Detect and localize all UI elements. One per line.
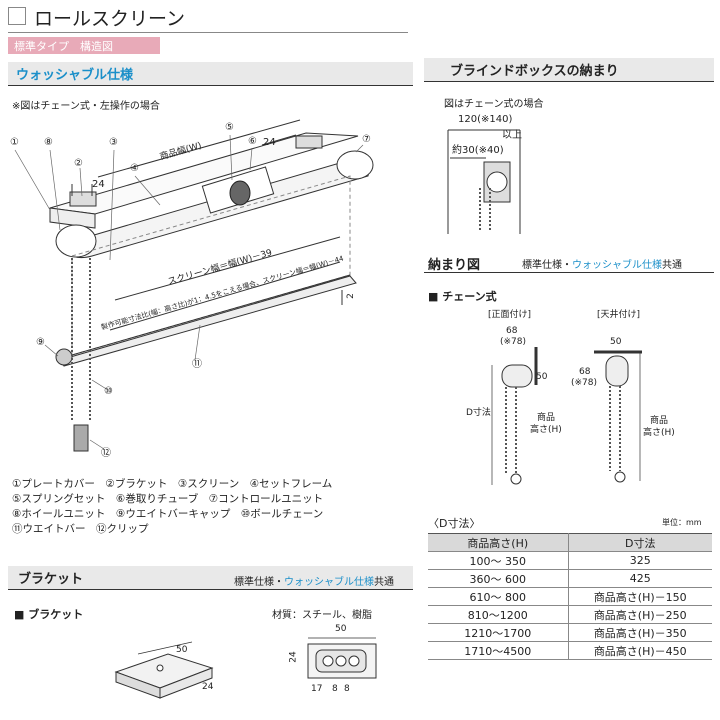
table-cell: 810～1200 [428, 605, 569, 624]
dim-24-left: 24 [92, 179, 105, 190]
bracket-section-std: 標準仕様・ウォッシャブル仕様共通 [234, 573, 394, 588]
iso-dim-50: 50 [176, 645, 188, 655]
bracket-washable-label: ウォッシャブル仕様 [284, 577, 374, 588]
washable-section-title: ウォッシャブル仕様 [16, 68, 134, 83]
table-cell: 325 [568, 551, 712, 570]
bracket-std-label: 標準仕様・ [234, 577, 284, 588]
table-cell: 100～ 350 [428, 551, 569, 570]
bracket-section-title: ブラケット [18, 572, 84, 587]
ceiling-dim-78: (※78) [571, 378, 598, 388]
front-mount-label: [正面付け] [488, 310, 532, 320]
bracket-front-diagram [307, 637, 377, 679]
front-prod-h2: 高さ(H) [530, 425, 562, 435]
subtitle: 標準タイプ 構造図 [14, 40, 113, 53]
fit-std-label: 標準仕様・ [522, 260, 572, 271]
front-dim-d: D寸法 [466, 408, 491, 418]
legend-line-1: ①プレートカバー ②ブラケット ③スクリーン ④セットフレーム [12, 478, 333, 490]
bracket-sub-label: ■ ブラケット [14, 608, 84, 621]
callout-5: ⑤ [225, 122, 234, 133]
ceiling-prod-h1: 商品 [650, 416, 669, 426]
ceiling-mount-label: [天井付け] [597, 310, 641, 320]
chain-label: ■ チェーン式 [428, 290, 497, 303]
iso-dim-24: 24 [202, 682, 214, 692]
page-title: ロールスクリーン [34, 8, 186, 30]
ceiling-dim-68: 68 [579, 367, 591, 377]
table-cell: 360～ 600 [428, 569, 569, 588]
header-checkbox-icon [8, 7, 26, 25]
front-mount-diagram [491, 347, 538, 485]
box-section-title: ブラインドボックスの納まり [450, 64, 619, 79]
table-cell: 425 [568, 569, 712, 588]
callout-7: ⑦ [362, 134, 371, 145]
fit-section-std: 標準仕様・ウォッシャブル仕様共通 [522, 256, 682, 271]
washable-section-bar: ウォッシャブル仕様 [8, 62, 413, 86]
table-cell: 商品高さ(H)－450 [568, 641, 712, 660]
front-prod-h1: 商品 [537, 413, 556, 423]
ceiling-dim-50: 50 [610, 337, 622, 347]
legend-line-2: ⑤スプリングセット ⑥巻取りチューブ ⑦コントロールユニット [12, 493, 324, 505]
table-cell: 商品高さ(H)－150 [568, 587, 712, 606]
bracket-section-bar: ブラケット 標準仕様・ウォッシャブル仕様共通 [8, 566, 413, 590]
legend-line-3: ⑧ホイールユニット ⑨ウエイトバーキャップ ⑩ボールチェーン [12, 508, 324, 520]
fit-common-label: 共通 [662, 260, 682, 271]
fit-section-title: 納まり図 [428, 258, 481, 273]
dtable-header-row: 商品高さ(H) D寸法 [428, 533, 712, 552]
callout-1: ① [10, 137, 19, 148]
table-cell: 商品高さ(H)－350 [568, 623, 712, 642]
bracket-common-label: 共通 [374, 577, 394, 588]
callout-8: ⑧ [44, 137, 53, 148]
callout-6: ⑥ [248, 136, 257, 147]
legend-line-4: ⑪ウエイトバー ⑫クリップ [12, 523, 149, 535]
front-bracket-dim-8a: 8 [332, 684, 338, 694]
front-bracket-dim-17: 17 [311, 684, 323, 694]
fit-washable-label: ウォッシャブル仕様 [572, 260, 662, 271]
box-section-bar: ブラインドボックスの納まり [424, 58, 714, 82]
box-dim-30: 約30(※40) [452, 145, 504, 156]
table-cell: 610～ 800 [428, 587, 569, 606]
washable-note: ※図はチェーン式・左操作の場合 [12, 101, 160, 112]
box-dim-120-min: 以上 [502, 130, 522, 141]
bracket-material: 材質：スチール、樹脂 [272, 610, 372, 621]
front-dim-68: 68 [506, 326, 518, 336]
front-bracket-dim-8b: 8 [344, 684, 350, 694]
dtable-header: 商品高さ(H) [428, 533, 569, 552]
callout-3: ③ [109, 137, 118, 148]
callout-10: ⑩ [104, 386, 113, 397]
ceiling-prod-h2: 高さ(H) [643, 428, 675, 438]
table-cell: 1210～1700 [428, 623, 569, 642]
roller-screen-structure-diagram [14, 119, 374, 452]
blind-box-diagram [447, 129, 521, 234]
callout-4: ④ [130, 163, 139, 174]
callout-12: ⑫ [101, 448, 111, 459]
dtable-title: 〈D寸法〉 [428, 517, 481, 530]
ceiling-mount-diagram [594, 350, 642, 483]
front-dim-78: (※78) [500, 337, 527, 347]
front-bracket-dim-50: 50 [335, 624, 347, 634]
subtitle-band [8, 37, 160, 54]
callout-11: ⑪ [192, 359, 202, 370]
bracket-iso-diagram [114, 641, 214, 699]
dim-24-right: 24 [263, 137, 276, 148]
dtable-unit: 単位：mm [662, 518, 702, 527]
dim-gap-2: 2 [345, 293, 356, 299]
box-note: 図はチェーン式の場合 [444, 99, 544, 110]
table-cell: 1710～4500 [428, 641, 569, 660]
callout-2: ② [74, 158, 83, 169]
front-dim-50: 50 [536, 372, 548, 382]
title-underline [8, 32, 408, 33]
dtable-header: D寸法 [568, 533, 712, 552]
box-dim-120: 120(※140) [458, 114, 513, 125]
fit-section-rule [424, 272, 714, 273]
table-cell: 商品高さ(H)－250 [568, 605, 712, 624]
callout-9: ⑨ [36, 337, 45, 348]
